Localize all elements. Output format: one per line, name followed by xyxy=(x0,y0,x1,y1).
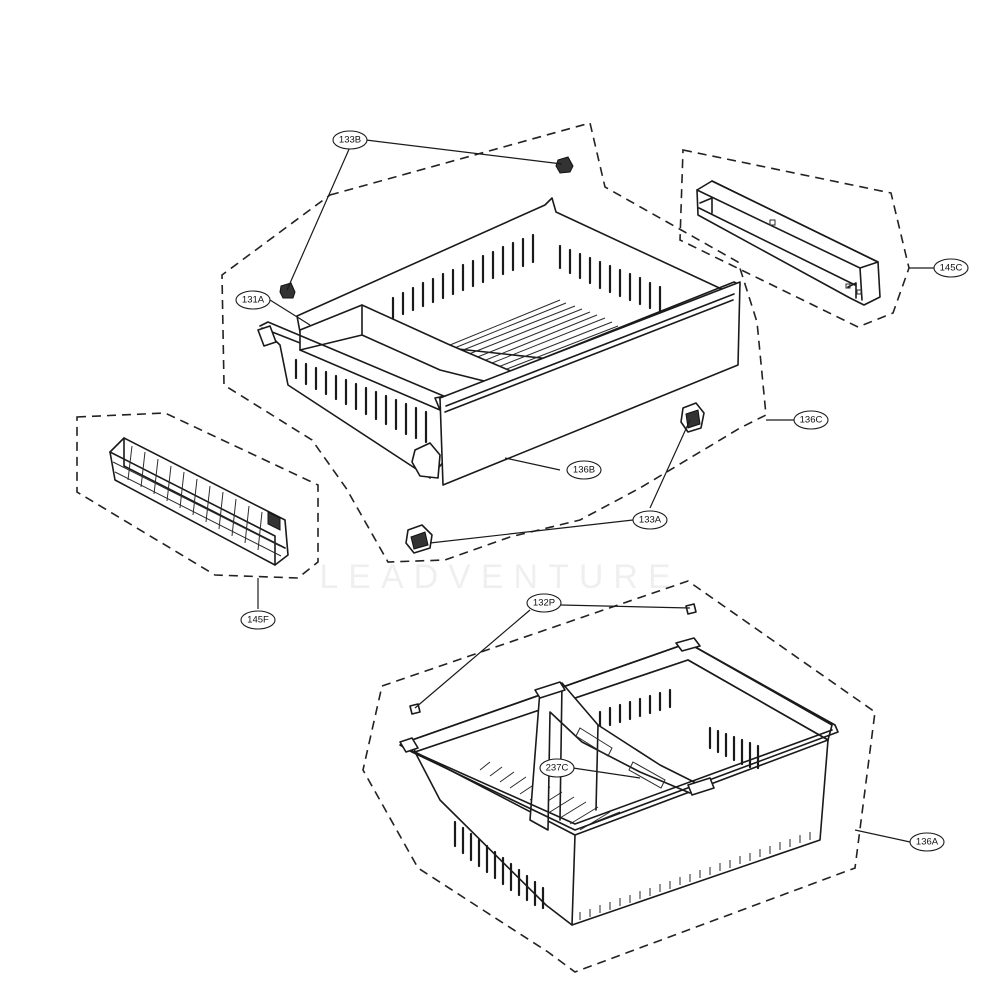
drawer-side-vents xyxy=(294,358,428,444)
callout-label: 145C xyxy=(940,263,963,274)
leader-lines xyxy=(257,139,935,843)
callout-136a[interactable]: 136A xyxy=(909,832,945,852)
cover-grille-145f xyxy=(109,437,289,566)
spacer-132p-right xyxy=(685,603,697,615)
group-boundary-cover xyxy=(76,412,319,579)
basket-front-vents xyxy=(453,820,545,910)
callout-132p[interactable]: 132P xyxy=(526,593,562,613)
callout-237c[interactable]: 237C xyxy=(539,758,575,778)
callout-label: 136B xyxy=(573,465,595,476)
upper-drawer-136b xyxy=(257,197,741,486)
stopper-133b-right xyxy=(555,156,574,174)
callout-131a[interactable]: 131A xyxy=(235,290,271,310)
basket-bottom-vents xyxy=(579,832,811,920)
callout-136b[interactable]: 136B xyxy=(566,460,602,480)
callout-label: 133B xyxy=(339,135,361,146)
group-boundary-lower-basket xyxy=(362,580,876,973)
rail-145c xyxy=(696,180,881,306)
stopper-133b-left xyxy=(279,282,296,299)
callout-136c[interactable]: 136C xyxy=(793,410,829,430)
drawer-front-panel xyxy=(439,281,741,486)
drawer-floor-ribs xyxy=(449,299,631,381)
callout-145f[interactable]: 145F xyxy=(240,610,276,630)
callout-133b[interactable]: 133B xyxy=(332,130,368,150)
watermark-text: LEADVENTURE xyxy=(319,558,680,596)
group-boundary-upper-drawer xyxy=(221,122,767,563)
lower-basket-136a xyxy=(399,637,839,926)
callout-label: 237C xyxy=(546,763,569,774)
callout-label: 131A xyxy=(242,295,265,306)
callout-label: 136A xyxy=(916,837,939,848)
callout-133a[interactable]: 133A xyxy=(632,510,668,530)
drawer-back-vents xyxy=(391,233,662,320)
callout-145c[interactable]: 145C xyxy=(933,258,969,278)
callout-label: 133A xyxy=(639,515,662,526)
guide-133a-left xyxy=(405,524,433,554)
callout-label: 145F xyxy=(247,615,269,626)
callout-label: 136C xyxy=(800,415,823,426)
grille-bars xyxy=(112,445,282,557)
callout-label: 132P xyxy=(533,598,555,609)
divider-237c xyxy=(529,682,701,831)
basket-back-vents xyxy=(598,688,760,770)
guide-133a-right xyxy=(680,402,705,433)
group-boundary-rail xyxy=(679,149,910,328)
